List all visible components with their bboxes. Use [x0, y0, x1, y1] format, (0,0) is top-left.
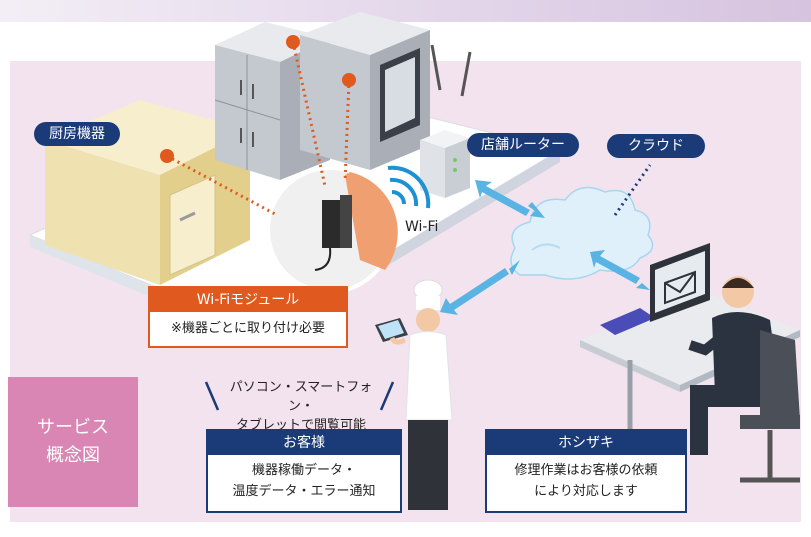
- kitchen-equipment-label: 厨房機器: [34, 122, 120, 146]
- refrigerator-module-marker: [286, 35, 300, 49]
- hoshizaki-box: ホシザキ 修理作業はお客様の依頼 により対応します: [485, 429, 687, 513]
- caption-slash-right: [379, 381, 395, 411]
- customer-title: お客様: [208, 431, 400, 455]
- caption-slash-left: [204, 381, 220, 411]
- customer-caption: パソコン・スマートフォン・ タブレットで閲覧可能: [222, 378, 380, 435]
- service-concept-text: サービス 概念図: [37, 417, 109, 466]
- hoshizaki-body: 修理作業はお客様の依頼 により対応します: [487, 455, 685, 502]
- customer-caption-line1: パソコン・スマートフォン・: [229, 380, 373, 414]
- oven-module-marker: [342, 73, 356, 87]
- cloud-illustration: [510, 186, 654, 280]
- hoshizaki-line1: 修理作業はお客様の依頼: [514, 463, 658, 478]
- hoshizaki-line2: により対応します: [534, 484, 638, 499]
- cooler-module-marker: [160, 149, 174, 163]
- customer-line1: 機器稼働データ・: [251, 463, 356, 478]
- office-worker-illustration: [688, 276, 800, 483]
- module-connector-lines: [166, 41, 351, 216]
- wifi-label: Wi-Fi: [405, 219, 439, 235]
- cloud-connector-line: [613, 164, 652, 216]
- data-arrows: [440, 180, 650, 315]
- customer-body: 機器稼働データ・ 温度データ・エラー通知: [208, 455, 400, 502]
- oven-illustration: [300, 12, 430, 170]
- top-gradient-bar: [0, 0, 811, 22]
- customer-box: お客様 機器稼働データ・ 温度データ・エラー通知: [206, 429, 402, 513]
- wifi-module-title: Wi-Fiモジュール: [150, 288, 346, 312]
- store-router-label: 店舗ルーター: [467, 133, 579, 157]
- cloud-label: クラウド: [607, 134, 705, 158]
- hoshizaki-title: ホシザキ: [487, 431, 685, 455]
- wifi-module-note: ※機器ごとに取り付け必要: [171, 321, 325, 336]
- router-illustration: [420, 44, 472, 198]
- wifi-waves: [387, 165, 431, 209]
- module-closeup-illustration: [266, 166, 398, 294]
- wifi-module-box: Wi-Fiモジュール ※機器ごとに取り付け必要: [148, 286, 348, 348]
- customer-line2: 温度データ・エラー通知: [232, 484, 376, 499]
- service-concept-badge: サービス 概念図: [8, 377, 138, 507]
- walk-in-cooler-illustration: [45, 100, 250, 285]
- chef-illustration: [375, 279, 453, 510]
